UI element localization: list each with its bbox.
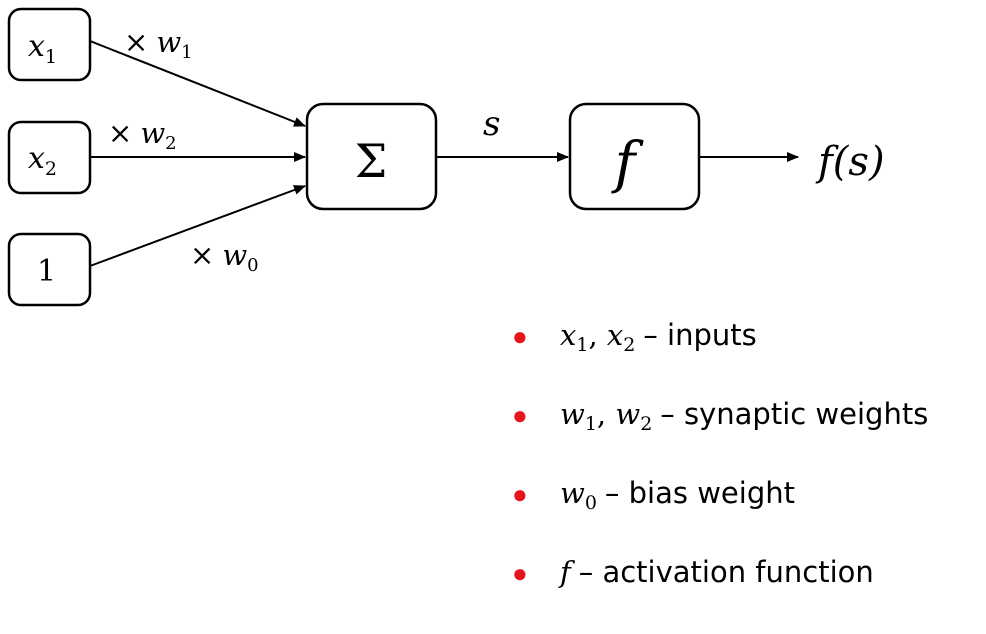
- legend-text-activation-function: – activation function: [578, 555, 874, 589]
- input-node-x2: x2: [7, 120, 92, 195]
- input-node-x1: x1: [7, 7, 92, 82]
- legend-symbols-synaptic-weights: w1, w2: [560, 397, 653, 435]
- bullet-icon: ●: [512, 558, 528, 588]
- weight-w0-var: w: [222, 238, 247, 272]
- input-x2-sub: 2: [45, 158, 57, 180]
- weight-w1-times: ×: [124, 25, 148, 59]
- input-x1-var: x: [28, 29, 45, 64]
- weight-label-w1: ×w1: [124, 25, 193, 63]
- legend-symbols-bias-weight: w0: [560, 476, 597, 514]
- weight-w2-sub: 2: [165, 133, 176, 154]
- svg-text:x2: x2: [28, 141, 57, 180]
- legend-text-inputs: – inputs: [643, 318, 757, 352]
- input-x1-sub: 1: [45, 46, 57, 68]
- bullet-icon: ●: [512, 321, 528, 351]
- weight-label-w0: ×w0: [190, 238, 259, 276]
- bullet-icon: ●: [512, 479, 528, 509]
- weight-w1-sub: 1: [181, 42, 192, 63]
- legend-text-synaptic-weights: – synaptic weights: [660, 397, 929, 431]
- bullet-icon: ●: [512, 400, 528, 430]
- legend-item-activation-function: ● f – activation function: [512, 555, 928, 634]
- activation-node: f: [568, 102, 701, 211]
- weight-w1-var: w: [156, 25, 181, 59]
- sum-node: Σ: [305, 102, 438, 211]
- legend-text-bias-weight: – bias weight: [604, 476, 795, 510]
- legend-item-inputs: ● x1, x2 – inputs: [512, 318, 928, 397]
- sum-symbol: Σ: [355, 134, 388, 188]
- input-bias-const: 1: [37, 254, 56, 289]
- legend-symbols-activation-function: f: [560, 555, 571, 589]
- weight-w0-times: ×: [190, 238, 214, 272]
- svg-text:x1: x1: [28, 29, 57, 68]
- edge-x1-to-sum: [89, 40, 306, 127]
- legend-item-bias-weight: ● w0 – bias weight: [512, 476, 928, 555]
- sum-output-label: s: [483, 104, 500, 144]
- weight-label-w2: ×w2: [108, 116, 177, 154]
- output-label: f(s): [815, 139, 885, 185]
- perceptron-diagram: x1 x2 1 ×w1 ×w2 ×w0 Σ s f f(s): [7, 7, 885, 307]
- edge-bias-to-sum: [89, 185, 306, 267]
- legend-item-synaptic-weights: ● w1, w2 – synaptic weights: [512, 397, 928, 476]
- legend-list: ● x1, x2 – inputs ● w1, w2 – synaptic we…: [512, 318, 928, 634]
- input-node-bias: 1: [7, 232, 92, 307]
- weight-w2-var: w: [140, 116, 165, 150]
- legend-symbols-inputs: x1, x2: [560, 318, 636, 356]
- weight-w0-sub: 0: [247, 255, 258, 276]
- weight-w2-times: ×: [108, 116, 132, 150]
- input-x2-var: x: [28, 141, 45, 176]
